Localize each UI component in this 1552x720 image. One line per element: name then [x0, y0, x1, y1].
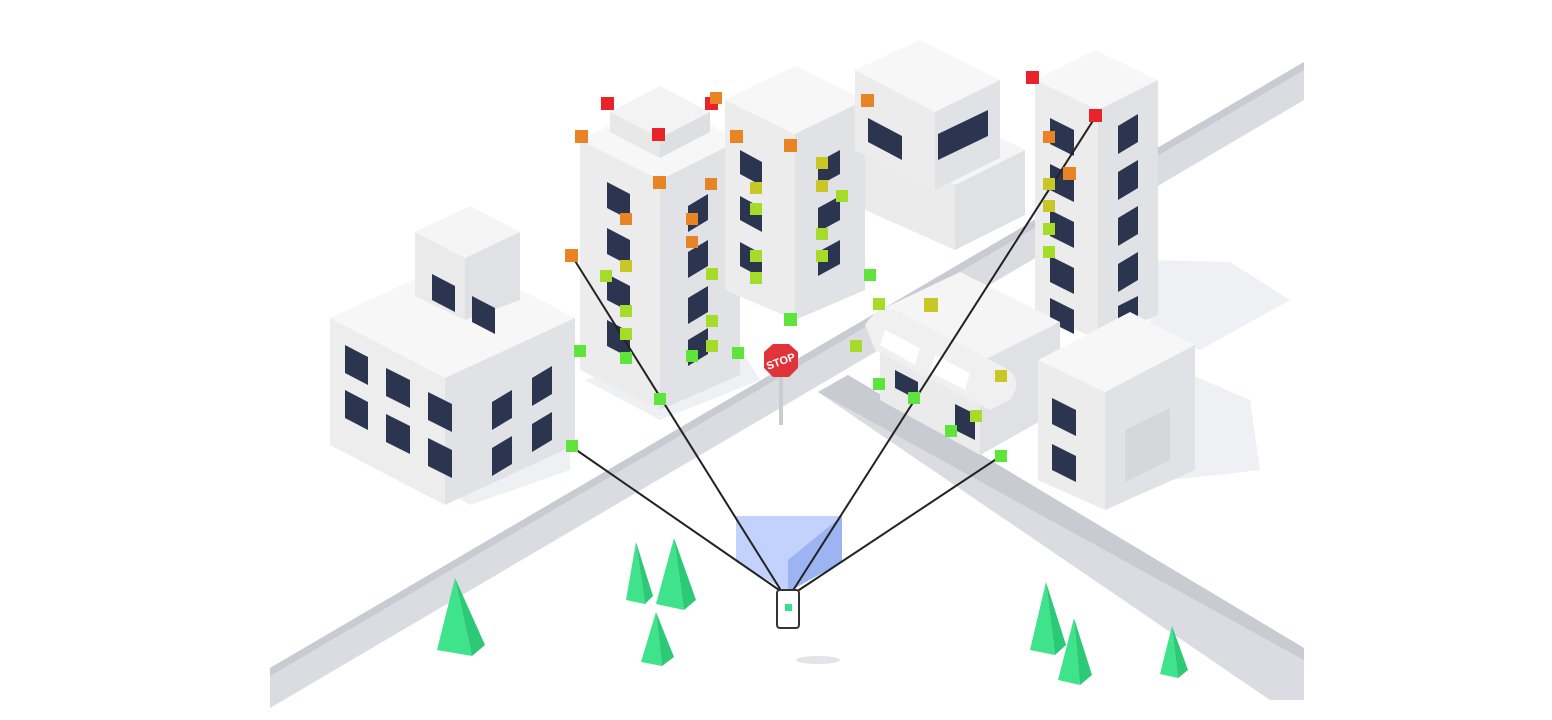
tree-icon	[626, 542, 653, 604]
building-back-right	[855, 40, 1025, 250]
sight-lines	[571, 115, 1097, 593]
marker-orange	[861, 94, 874, 107]
marker-orange	[565, 249, 578, 262]
tree-icon	[1160, 626, 1188, 678]
marker-green	[945, 425, 957, 437]
marker-lime	[1043, 246, 1055, 258]
marker-red	[1026, 71, 1039, 84]
marker-lime	[620, 305, 632, 317]
marker-green	[732, 347, 744, 359]
marker-red	[652, 128, 665, 141]
marker-orange	[1043, 131, 1055, 143]
tree-icon	[1030, 582, 1066, 655]
marker-lime	[620, 328, 632, 340]
marker-lime	[970, 410, 982, 422]
marker-orange	[710, 92, 722, 104]
marker-orange	[686, 236, 698, 248]
cross-road-edge	[818, 375, 1304, 660]
marker-lime	[1043, 223, 1055, 235]
marker-red	[601, 97, 614, 110]
marker-lime	[750, 203, 762, 215]
marker-orange	[705, 178, 717, 190]
marker-orange	[653, 176, 666, 189]
marker-lime	[850, 340, 862, 352]
marker-orange	[730, 130, 743, 143]
marker-yellow	[750, 182, 762, 194]
tree-icon	[656, 538, 696, 610]
marker-yellow	[995, 370, 1007, 382]
sight-line-2	[571, 446, 783, 593]
marker-lime	[873, 298, 885, 310]
marker-yellow	[1043, 200, 1055, 212]
marker-yellow	[816, 180, 828, 192]
marker-green	[686, 350, 698, 362]
marker-lime	[706, 315, 718, 327]
marker-green	[873, 378, 885, 390]
marker-green	[654, 393, 666, 405]
marker-red	[1089, 109, 1102, 122]
marker-green	[995, 450, 1007, 462]
marker-lime	[816, 250, 828, 262]
building-tower-center-left	[580, 86, 740, 410]
marker-yellow	[816, 157, 828, 169]
marker-orange	[575, 130, 588, 143]
marker-yellow	[924, 298, 938, 312]
stop-sign: STOP	[764, 344, 798, 425]
building-front-right	[1038, 312, 1195, 510]
marker-lime	[750, 250, 762, 262]
marker-green	[620, 352, 632, 364]
marker-lime	[706, 340, 718, 352]
marker-yellow	[620, 260, 632, 272]
feature-markers	[565, 71, 1102, 462]
marker-yellow	[1043, 178, 1055, 190]
marker-orange	[784, 139, 797, 152]
sight-line-4	[795, 455, 1002, 593]
phone-icon	[776, 589, 840, 664]
tree-icon	[437, 578, 485, 656]
marker-green	[908, 392, 920, 404]
building-tower-right	[1035, 50, 1158, 340]
field-of-view	[736, 516, 842, 592]
marker-green	[566, 440, 578, 452]
marker-green	[574, 345, 586, 357]
tree-icon	[1058, 618, 1092, 685]
marker-orange	[1063, 167, 1076, 180]
sight-line-1	[571, 255, 783, 593]
marker-lime	[600, 270, 612, 282]
marker-orange	[686, 213, 698, 225]
tree-icon	[641, 612, 674, 666]
marker-green	[864, 269, 876, 281]
marker-lime	[816, 228, 828, 240]
marker-lime	[750, 272, 762, 284]
building-left-block	[330, 206, 575, 505]
marker-lime	[836, 190, 848, 202]
trees	[437, 538, 1188, 685]
marker-green	[784, 313, 797, 326]
marker-lime	[706, 268, 718, 280]
sight-line-3	[791, 115, 1097, 593]
marker-orange	[620, 213, 632, 225]
